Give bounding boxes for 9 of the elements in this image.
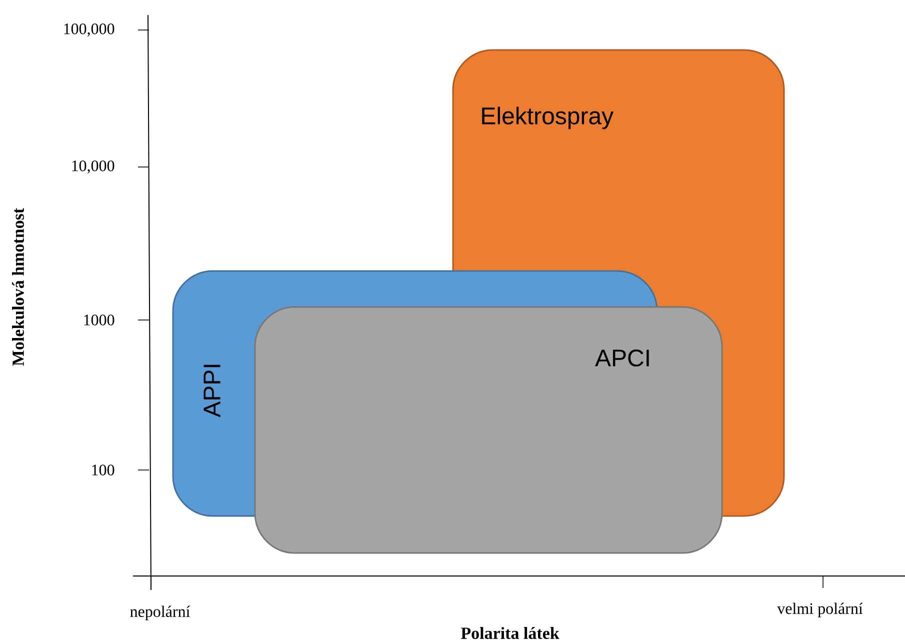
axis-end-label: nepolární	[130, 606, 190, 620]
axis-title: Polarita látek	[460, 627, 560, 639]
tick-label: 100	[92, 464, 114, 476]
tick-label: 1000	[84, 314, 114, 326]
tick-label: 100,000	[64, 23, 114, 37]
axis-end-label: velmi polární	[777, 602, 863, 618]
axis-title: Molekulová hmotnost	[12, 208, 24, 366]
region-box: APCI	[254, 306, 723, 554]
tick-label: 10,000	[72, 160, 114, 174]
